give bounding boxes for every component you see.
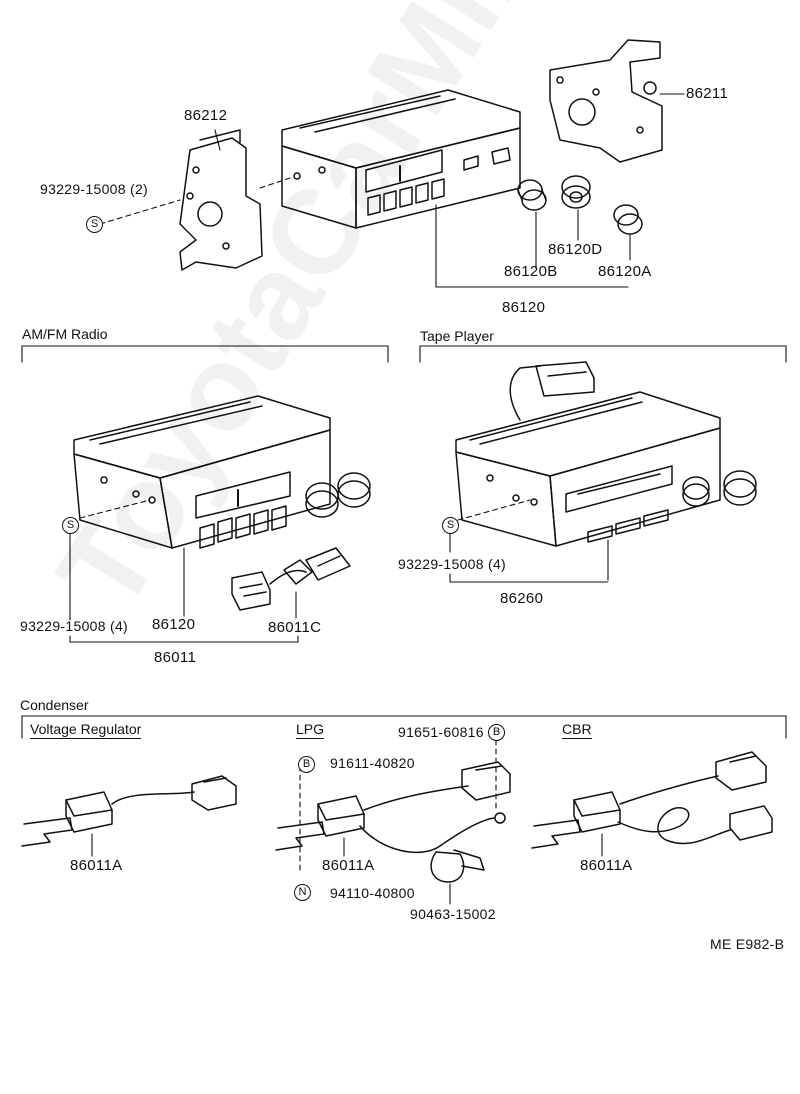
section-condenser: Condenser [20,697,89,713]
amfm-radio-unit [73,395,371,549]
label-cbr: CBR [562,721,592,739]
label-86011A-lpg: 86011A [322,857,375,874]
symbol-s-tape: S [442,517,459,534]
section-amfm-radio: AM/FM Radio [22,326,108,342]
amfm-leader-lines [69,499,299,643]
label-91611-40820: 91611-40820 [330,755,415,771]
label-86120D: 86120D [548,241,603,258]
label-86011C: 86011C [268,619,322,636]
condenser-lpg [275,739,511,905]
label-86211: 86211 [686,85,729,102]
symbol-b-91611: B [298,756,315,773]
condenser-voltage-regulator [21,775,237,857]
label-voltage-regulator: Voltage Regulator [30,721,142,739]
label-86120B: 86120B [504,263,558,280]
symbol-n-94110: N [294,884,311,901]
label-screw-amfm: 93229-15008 (4) [20,618,129,634]
label-94110-40800: 94110-40800 [330,885,415,901]
section-tape-player: Tape Player [420,328,494,344]
section-brackets [21,345,787,739]
symbol-s-amfm: S [62,517,79,534]
tape-player-unit [455,361,757,547]
connector-86011C [231,547,351,611]
symbol-b-91651: B [488,724,505,741]
label-screw-top: 93229-15008 (2) [40,181,149,197]
top-radio-unit [281,89,521,229]
label-91651-60816: 91651-60816 [398,724,484,740]
label-screw-tape: 93229-15008 (4) [398,556,507,572]
label-86120A: 86120A [598,263,652,280]
bracket-left [179,129,263,271]
drawing-id: ME E982-B [710,936,785,952]
knobs-86120 [517,175,643,235]
tape-leader-lines [449,499,609,583]
label-lpg: LPG [296,721,325,739]
label-86212: 86212 [184,107,228,124]
label-86011A-cbr: 86011A [580,857,633,874]
top-leader-lines [99,93,685,288]
label-86120-top: 86120 [502,299,546,316]
label-90463-15002: 90463-15002 [410,906,496,922]
label-86260: 86260 [500,590,544,607]
label-86011: 86011 [154,649,197,666]
label-86120-amfm: 86120 [152,616,196,633]
label-86011A-vr: 86011A [70,857,123,874]
condenser-cbr [531,751,773,857]
symbol-s-top: S [86,216,103,233]
bracket-right [549,39,663,163]
